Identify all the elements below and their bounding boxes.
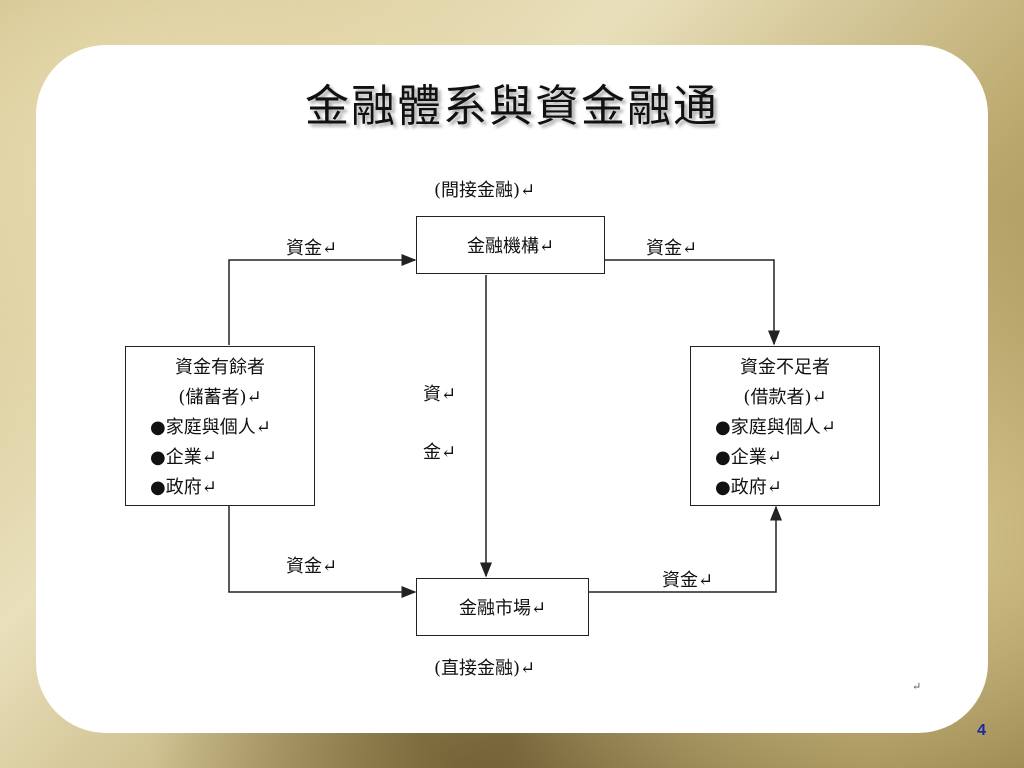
arrow-surplus-to-institution bbox=[228, 254, 417, 345]
page-number: 4 bbox=[977, 722, 986, 739]
flow-label-market-to-deficit: 資金↵ bbox=[662, 570, 714, 591]
deficit-unit-title: 資金不足者 bbox=[740, 357, 830, 378]
arrow-market-to-deficit bbox=[589, 505, 782, 593]
direct-finance-label: (直接金融)↵ bbox=[434, 658, 536, 679]
indirect-finance-label: (間接金融)↵ bbox=[434, 180, 536, 201]
flow-label-vertical-top: 資↵ bbox=[423, 384, 457, 405]
financial-market-label: 金融市場↵ bbox=[458, 598, 547, 619]
flow-label-institution-to-deficit: 資金↵ bbox=[646, 238, 698, 259]
financial-institution-box: 金融機構↵ bbox=[416, 216, 605, 274]
surplus-item: ●家庭與個人↵ bbox=[150, 417, 271, 438]
arrow-institution-to-deficit bbox=[605, 259, 780, 346]
surplus-unit-title: 資金有餘者 bbox=[175, 357, 265, 378]
surplus-item: ●政府↵ bbox=[150, 477, 217, 498]
deficit-item: ●企業↵ bbox=[715, 447, 782, 468]
deficit-item: ●家庭與個人↵ bbox=[715, 417, 836, 438]
paragraph-mark: ↵ bbox=[912, 680, 922, 693]
surplus-item: ●企業↵ bbox=[150, 447, 217, 468]
flow-label-surplus-to-market: 資金↵ bbox=[286, 556, 338, 577]
surplus-unit-subtitle: (儲蓄者)↵ bbox=[178, 387, 262, 408]
financial-institution-label: 金融機構↵ bbox=[466, 236, 555, 257]
arrow-surplus-to-market bbox=[228, 506, 417, 598]
deficit-unit-subtitle: (借款者)↵ bbox=[743, 387, 827, 408]
deficit-unit-box: 資金不足者 (借款者)↵ ●家庭與個人↵ ●企業↵ ●政府↵ bbox=[690, 346, 880, 506]
slide-title: 金融體系與資金融通 bbox=[305, 81, 719, 132]
deficit-item: ●政府↵ bbox=[715, 477, 782, 498]
flow-label-surplus-to-institution: 資金↵ bbox=[286, 238, 338, 259]
financial-market-box: 金融市場↵ bbox=[416, 578, 589, 636]
surplus-unit-box: 資金有餘者 (儲蓄者)↵ ●家庭與個人↵ ●企業↵ ●政府↵ bbox=[125, 346, 315, 506]
flow-label-vertical-bottom: 金↵ bbox=[423, 442, 457, 463]
